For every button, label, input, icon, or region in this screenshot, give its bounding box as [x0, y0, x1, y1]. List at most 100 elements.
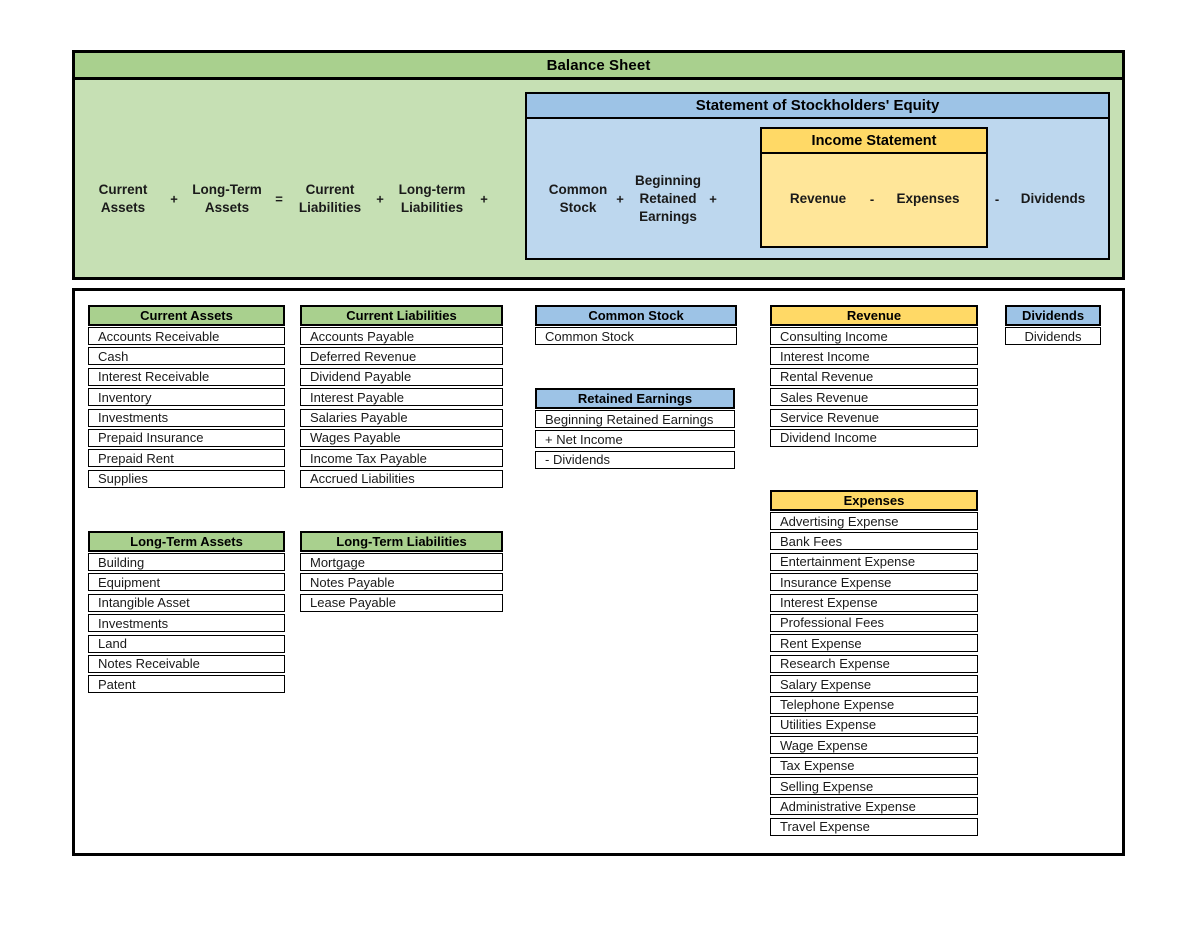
account-list-item-label: Entertainment Expense — [780, 554, 916, 570]
account-list-item: Accrued Liabilities — [300, 469, 503, 488]
list-rows: Common Stock — [535, 327, 737, 345]
account-list-item: Cash — [88, 347, 285, 366]
account-list-item: Interest Payable — [300, 388, 503, 407]
account-list-item-label: Building — [98, 554, 145, 570]
account-list-item-label: Utilities Expense — [780, 717, 877, 733]
account-list-item-label: Beginning Retained Earnings — [545, 411, 714, 427]
list-rows: Beginning Retained Earnings + Net Income -… — [535, 410, 735, 469]
list-header: Dividends — [1005, 305, 1101, 326]
account-list-item: Mortgage — [300, 553, 503, 571]
eq-equals-operator: = — [275, 191, 283, 207]
account-list-item: Investments — [88, 614, 285, 633]
eq-term-long-term-assets: Long-Term Assets — [192, 182, 262, 215]
account-list-item: Beginning Retained Earnings — [535, 410, 735, 428]
account-list-item-label: Accounts Receivable — [98, 328, 220, 344]
account-list-item: Interest Receivable — [88, 367, 285, 386]
account-list-item: Salaries Payable — [300, 408, 503, 427]
account-list-item-label: Prepaid Rent — [98, 450, 174, 466]
account-list-item-label: Rental Revenue — [780, 369, 874, 385]
account-list-item-label: Inventory — [98, 389, 152, 405]
income-statement-title: Income Statement — [762, 129, 986, 154]
account-list-item: Prepaid Rent — [88, 449, 285, 468]
account-list-item: Travel Expense — [770, 817, 978, 836]
list-header: Common Stock — [535, 305, 737, 326]
account-list-item-label: Intangible Asset — [98, 595, 190, 611]
account-list-item-label: - Dividends — [545, 452, 611, 468]
list-header: Revenue — [770, 305, 978, 326]
account-list-item-label: Wage Expense — [780, 737, 868, 753]
eq-plus-operator: + — [709, 191, 717, 207]
account-list-item-label: Bank Fees — [780, 533, 843, 549]
account-list-item: + Net Income — [535, 430, 735, 449]
account-list-item: Bank Fees — [770, 532, 978, 551]
account-list-item: Lease Payable — [300, 593, 503, 612]
list-header: Current Assets — [88, 305, 285, 326]
account-list-item: Research Expense — [770, 654, 978, 673]
account-list-item: Advertising Expense — [770, 512, 978, 530]
list-header: Long-Term Assets — [88, 531, 285, 552]
common-stock-list: Common Stock Common Stock — [535, 305, 737, 347]
account-list-item-label: Interest Payable — [310, 389, 404, 405]
account-list-item-label: Notes Payable — [310, 574, 395, 590]
eq-term-current-liabilities: Current Liabilities — [298, 182, 362, 215]
account-list-item: Inventory — [88, 388, 285, 407]
eq-minus-operator: - — [869, 191, 875, 207]
account-list-item: Notes Payable — [300, 573, 503, 592]
account-list-item: Wage Expense — [770, 736, 978, 755]
account-list-item: Interest Expense — [770, 593, 978, 612]
account-list-item: Accounts Payable — [300, 327, 503, 345]
account-list-item: Telephone Expense — [770, 695, 978, 714]
account-list-item: Dividend Payable — [300, 367, 503, 386]
account-list-item: Service Revenue — [770, 408, 978, 427]
list-header: Long-Term Liabilities — [300, 531, 503, 552]
account-list-item: Income Tax Payable — [300, 449, 503, 468]
retained-earnings-list: Retained Earnings Beginning Retained Ear… — [535, 388, 735, 471]
account-list-item: - Dividends — [535, 450, 735, 469]
account-list-item-label: Equipment — [98, 574, 161, 590]
account-list-item: Wages Payable — [300, 428, 503, 447]
account-list-item: Tax Expense — [770, 756, 978, 775]
eq-term-revenue: Revenue — [789, 191, 847, 206]
eq-term-common-stock: Common Stock — [548, 182, 608, 215]
account-list-item-label: Telephone Expense — [780, 697, 895, 713]
account-list-item-label: Common Stock — [545, 328, 634, 344]
account-list-item: Common Stock — [535, 327, 737, 345]
account-list-item-label: Income Tax Payable — [310, 450, 427, 466]
account-list-item: Equipment — [88, 573, 285, 592]
account-list-item-label: Notes Receivable — [98, 656, 200, 672]
account-list-item: Intangible Asset — [88, 593, 285, 612]
eq-minus-operator: - — [994, 191, 1000, 207]
account-list-item: Salary Expense — [770, 675, 978, 694]
eq-term-long-term-liabilities: Long-term Liabilities — [398, 182, 466, 215]
account-list-item: Dividend Income — [770, 428, 978, 447]
account-list-item: Rental Revenue — [770, 367, 978, 386]
account-list-item-label: Wages Payable — [310, 430, 401, 446]
account-list-item-label: Dividend Income — [780, 430, 877, 446]
stockholders-equity-panel: Statement of Stockholders' Equity Common… — [525, 92, 1110, 260]
account-list-item: Administrative Expense — [770, 797, 978, 816]
account-list-item: Consulting Income — [770, 327, 978, 345]
eq-plus-operator: + — [170, 191, 178, 207]
account-list-item-label: Accrued Liabilities — [310, 471, 415, 487]
account-list-item-label: Deferred Revenue — [310, 348, 417, 364]
eq-term-dividends: Dividends — [1020, 191, 1086, 206]
stockholders-equity-title: Statement of Stockholders' Equity — [527, 94, 1108, 119]
account-list-item: Building — [88, 553, 285, 571]
account-list-item-label: Service Revenue — [780, 410, 879, 426]
account-list-item: Sales Revenue — [770, 388, 978, 407]
eq-term-current-assets: Current Assets — [98, 182, 148, 215]
account-list-item: Supplies — [88, 469, 285, 488]
eq-plus-operator: + — [376, 191, 384, 207]
account-list-item: Professional Fees — [770, 613, 978, 632]
